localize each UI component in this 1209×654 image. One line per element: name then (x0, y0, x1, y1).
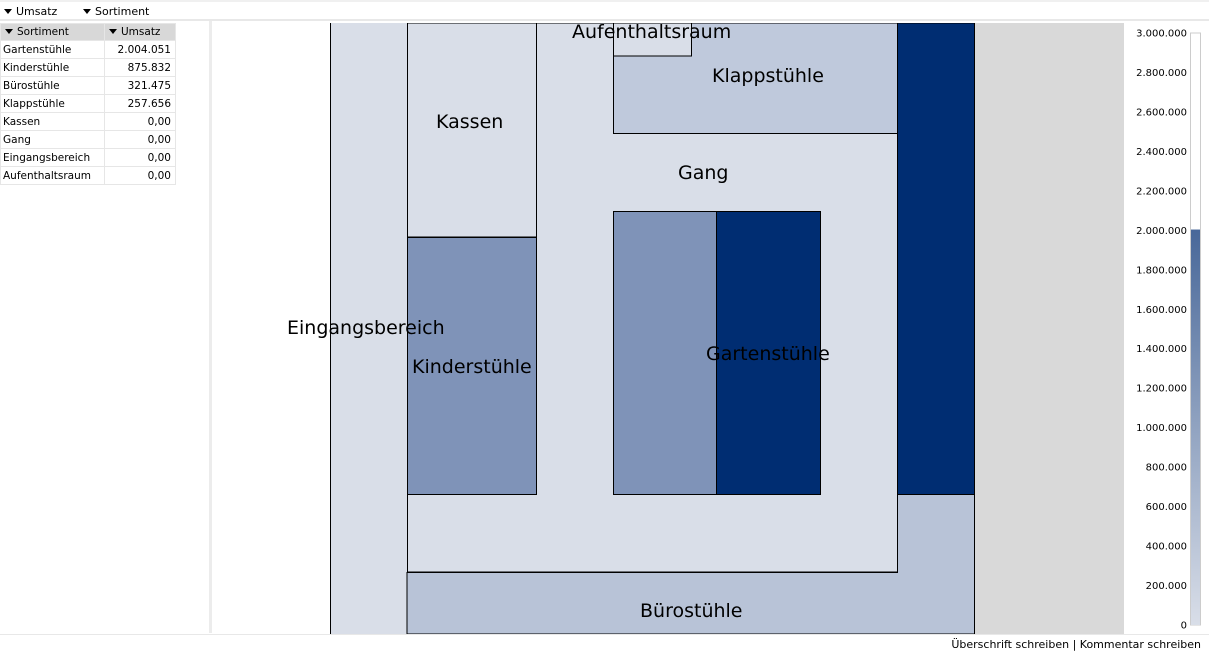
legend-tick-label: 600.000 (1146, 502, 1187, 513)
chevron-down-icon (5, 29, 13, 34)
column-header-label: Umsatz (121, 26, 161, 38)
footer-separator: | (1072, 638, 1077, 651)
dimension-dropdown[interactable]: Sortiment (83, 5, 149, 18)
row-value: 0,00 (104, 130, 176, 149)
label-aufenthaltsraum: Aufenthaltsraum (572, 23, 731, 43)
zone-gartenstuehle[interactable] (716, 211, 821, 495)
color-scale-ticks: 3.000.000 2.800.000 2.600.000 2.400.000 2.20… (1136, 29, 1187, 632)
column-header-sortiment[interactable]: Sortiment (0, 23, 105, 41)
row-name: Klappstühle (0, 94, 105, 113)
write-comment-link[interactable]: Kommentar schreiben (1079, 638, 1201, 651)
label-kassen: Kassen (436, 111, 503, 133)
label-gartenstuehle: Gartenstühle (706, 343, 830, 365)
row-name: Gartenstühle (0, 40, 105, 59)
legend-tick-label: 1.400.000 (1136, 344, 1187, 355)
legend-tick-label: 1.000.000 (1136, 423, 1187, 434)
legend-tick-label: 800.000 (1146, 463, 1187, 474)
floor-plan-svg: Aufenthaltsraum Klappstühle Kassen Gang … (287, 23, 1124, 634)
row-value: 2.004.051 (104, 40, 176, 59)
measure-dropdown[interactable]: Umsatz (4, 5, 57, 18)
row-name: Aufenthaltsraum (0, 166, 105, 185)
chevron-down-icon (109, 29, 117, 34)
legend-tick-label: 400.000 (1146, 542, 1187, 553)
row-value: 0,00 (104, 166, 176, 185)
floor-plan-map: Aufenthaltsraum Klappstühle Kassen Gang … (212, 23, 1124, 634)
label-eingangsbereich: Eingangsbereich (287, 317, 445, 339)
dimension-dropdown-label: Sortiment (95, 5, 150, 18)
row-value: 257.656 (104, 94, 176, 113)
row-value: 0,00 (104, 148, 176, 167)
row-name: Kinderstühle (0, 58, 105, 77)
row-value: 875.832 (104, 58, 176, 77)
zone-shelf-medium[interactable] (613, 211, 717, 495)
toolbar: Umsatz Sortiment (0, 0, 1209, 21)
chevron-down-icon (4, 9, 12, 14)
zone-aufenthaltsraum[interactable] (613, 23, 692, 57)
legend-tick-label: 3.000.000 (1136, 29, 1187, 40)
measure-dropdown-label: Umsatz (16, 5, 58, 18)
footer: Überschrift schreiben | Kommentar schrei… (0, 634, 1209, 654)
zone-gartenstuehle-wall[interactable] (897, 23, 975, 495)
legend-tick-label: 2.600.000 (1136, 107, 1187, 118)
row-name: Bürostühle (0, 76, 105, 95)
color-scale-legend: 3.000.000 2.800.000 2.600.000 2.400.000 2.20… (1124, 23, 1209, 634)
label-gang: Gang (678, 162, 728, 184)
row-value: 321.475 (104, 76, 176, 95)
zone-kassen[interactable] (407, 23, 537, 238)
row-value: 0,00 (104, 112, 176, 131)
legend-tick-label: 2.800.000 (1136, 68, 1187, 79)
color-scale-svg: 3.000.000 2.800.000 2.600.000 2.400.000 2.20… (1136, 29, 1201, 632)
footer-links: Überschrift schreiben | Kommentar schrei… (951, 638, 1201, 651)
column-header-umsatz[interactable]: Umsatz (104, 23, 176, 41)
legend-tick-label: 1.200.000 (1136, 384, 1187, 395)
zone-kinderstuehle[interactable] (407, 237, 537, 495)
write-heading-link[interactable]: Überschrift schreiben (951, 638, 1070, 651)
label-kinderstuehle: Kinderstühle (412, 356, 532, 378)
legend-tick-label: 200.000 (1146, 581, 1187, 592)
outside-area (975, 23, 1124, 634)
legend-tick-label: 1.600.000 (1136, 305, 1187, 316)
column-header-label: Sortiment (17, 26, 69, 38)
legend-tick-label: 2.200.000 (1136, 186, 1187, 197)
legend-tick-label: 0 (1181, 621, 1187, 632)
row-name: Kassen (0, 112, 105, 131)
label-buerostuehle: Bürostühle (640, 600, 743, 622)
row-name: Gang (0, 130, 105, 149)
label-klappstuehle: Klappstühle (712, 65, 824, 87)
chevron-down-icon (83, 9, 91, 14)
legend-tick-label: 2.400.000 (1136, 147, 1187, 158)
legend-tick-label: 1.800.000 (1136, 265, 1187, 276)
row-name: Eingangsbereich (0, 148, 105, 167)
legend-tick-label: 2.000.000 (1136, 226, 1187, 237)
color-scale-fill (1191, 229, 1200, 625)
